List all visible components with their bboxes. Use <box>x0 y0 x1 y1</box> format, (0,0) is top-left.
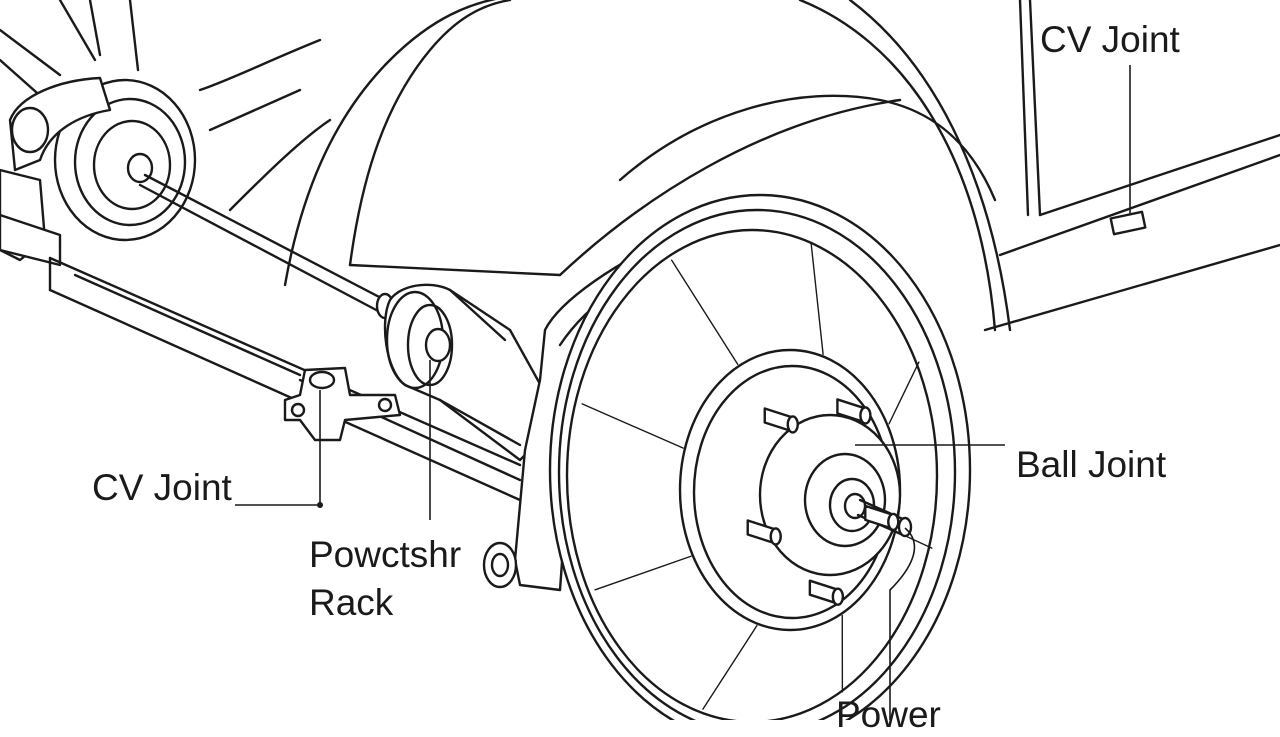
power-label-bottom: Power <box>836 693 941 737</box>
power-rack-label-line1: Powctshr <box>309 533 461 577</box>
power-rack-label-line2: Rack <box>309 581 393 625</box>
ball-joint-label: Ball Joint <box>1016 443 1166 487</box>
suspension-diagram <box>0 0 1280 720</box>
cv-joint-label-top: CV Joint <box>1040 18 1180 62</box>
rack-bracket <box>285 368 400 440</box>
cv-joint-label-left: CV Joint <box>92 466 232 510</box>
brake-rotor <box>550 195 970 720</box>
